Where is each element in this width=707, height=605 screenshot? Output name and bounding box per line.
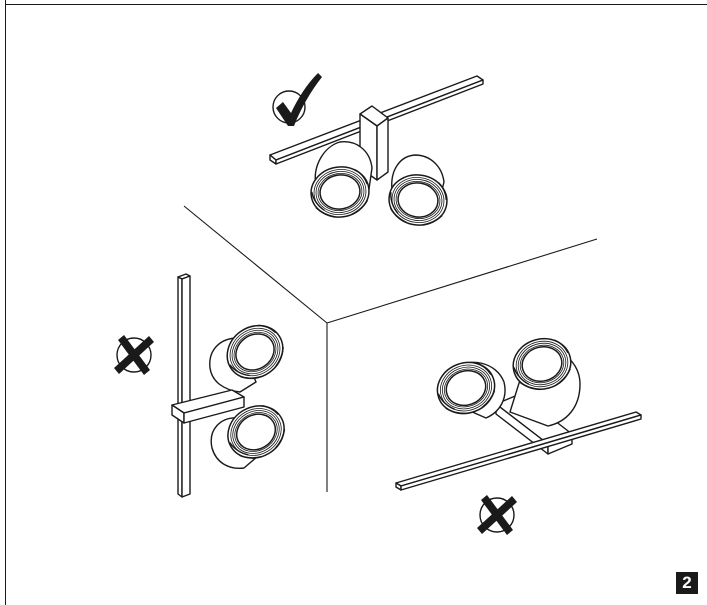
- ceiling-adapter: [359, 105, 389, 181]
- ceiling-spotlight: [269, 73, 484, 230]
- room-corner: [183, 205, 598, 492]
- right-wall-spotlight: [395, 331, 642, 536]
- page-number-badge: 2: [676, 572, 698, 594]
- check-mark-icon: [272, 73, 322, 126]
- left-wall-spotlight: [113, 273, 295, 498]
- cross-mark-icon: [113, 334, 155, 376]
- room-corner-right-edge: [326, 238, 598, 324]
- cross-mark-icon: [476, 494, 518, 536]
- left-wall-track: [177, 273, 191, 498]
- right-wall-track: [395, 411, 642, 491]
- room-corner-left-edge: [183, 205, 328, 324]
- left-wall-adapter: [171, 389, 245, 424]
